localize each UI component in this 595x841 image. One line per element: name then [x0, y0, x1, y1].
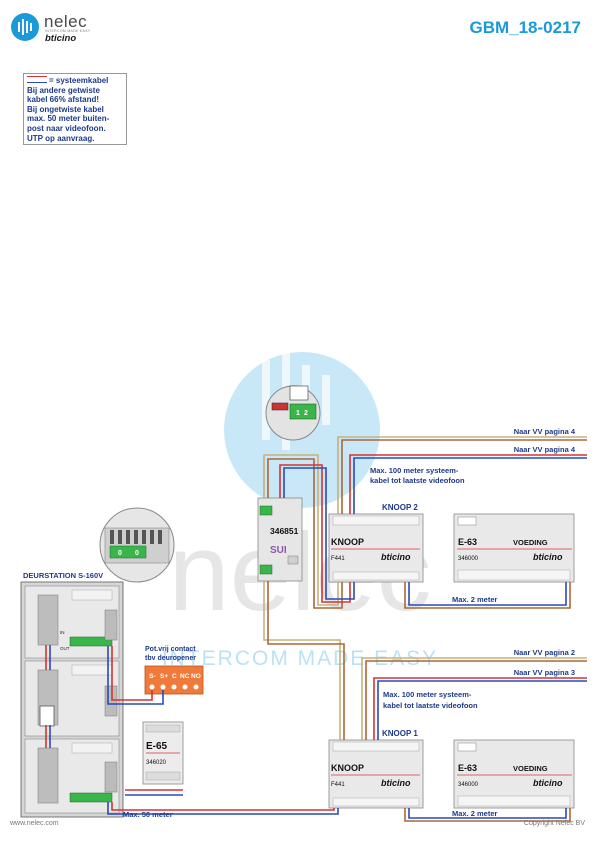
zoom-terminal: 1	[296, 410, 300, 417]
knoop-2-brand: bticino	[381, 552, 411, 562]
knoop-2-code: F441	[331, 556, 345, 562]
logo-brand: bticino	[45, 33, 77, 44]
interface-346851: 346851 SUI	[257, 497, 303, 582]
knoop-2-name: KNOOP	[331, 537, 364, 547]
document-code: GBM_18-0217	[469, 18, 581, 37]
relay-terminal: C	[172, 673, 177, 680]
wires	[45, 436, 587, 822]
door-station-title: DEURSTATION S-160V	[23, 571, 103, 580]
label-max100-top-1: Max. 100 meter systeem-	[370, 466, 459, 475]
in-label: IN	[60, 630, 65, 635]
wire	[341, 439, 587, 514]
relay-terminal: S+	[160, 673, 168, 680]
e65-code: 346020	[146, 760, 167, 766]
knoop-1-module: KNOOP 1 KNOOP F441 bticino	[328, 729, 424, 809]
knoop-1-caption: KNOOP 1	[382, 729, 418, 738]
label-max2-bot: Max. 2 meter	[452, 809, 498, 818]
terminal-zoom-detail: 0 0	[99, 507, 175, 583]
psu-top-label: VOEDING	[513, 538, 548, 547]
psu-bottom-code: 346000	[458, 782, 479, 788]
relay-title-1: Pot.vrij contact	[145, 646, 196, 653]
wire	[408, 808, 567, 819]
e65-module: E-65 346020	[142, 721, 184, 785]
legend-line: kabel 66% afstand!	[27, 95, 100, 105]
logo-tagline: INTERCOM MADE EASY	[45, 29, 91, 33]
knoop-1-code: F441	[331, 782, 345, 788]
svg-text:0: 0	[118, 550, 122, 557]
legend-title: = systeemkabel	[49, 76, 109, 85]
nelec-logo-icon	[11, 13, 39, 41]
wire	[365, 660, 587, 740]
wire	[353, 457, 587, 514]
wire	[377, 680, 587, 740]
psu-top-name: E-63	[458, 537, 477, 547]
legend-line: max. 50 meter buiten-	[27, 114, 110, 124]
wire	[404, 808, 571, 822]
wire	[404, 582, 571, 609]
legend-title-row: = systeemkabel	[27, 76, 123, 86]
system-cable-sample-icon	[27, 76, 47, 84]
power-supply-bottom: E-63 VOEDING 346000 bticino	[453, 739, 575, 809]
label-max2-top: Max. 2 meter	[452, 595, 498, 604]
svg-text:0: 0	[135, 550, 139, 557]
wire	[111, 646, 153, 701]
wire	[408, 582, 567, 606]
relay-contact: Pot.vrij contact tbv deuropener S- S+ C …	[144, 646, 204, 695]
wire	[267, 581, 345, 740]
relay-terminal: S-	[149, 673, 156, 680]
knoop-2-caption: KNOOP 2	[382, 503, 418, 512]
wire	[263, 581, 341, 740]
zoom-terminal: 2	[304, 410, 308, 417]
psu-top-brand: bticino	[533, 552, 563, 562]
legend-line: Bij andere getwiste	[27, 85, 100, 95]
watermark-tagline: INTERCOM MADE EASY	[162, 647, 438, 670]
wire	[349, 454, 587, 514]
label-max50: Max. 50 meter	[123, 810, 173, 819]
wire	[111, 802, 335, 811]
door-station: DEURSTATION S-160V IN OUT	[20, 571, 124, 818]
knoop-1-name: KNOOP	[331, 763, 364, 773]
wire	[361, 657, 587, 740]
label-max100-bot-1: Max. 100 meter systeem-	[383, 690, 472, 699]
footer-website: www.nelec.com	[10, 820, 59, 827]
wire	[107, 802, 339, 815]
wire	[107, 646, 164, 705]
relay-title-2: tbv deuropener	[145, 655, 196, 662]
psu-bottom-brand: bticino	[533, 778, 563, 788]
interface-sub: SUI	[270, 545, 287, 556]
psu-top-code: 346000	[458, 556, 479, 562]
wire	[283, 467, 355, 600]
relay-terminal: NO	[191, 673, 201, 680]
label-max100-bot-2: kabel tot laatste videofoon	[383, 701, 478, 710]
knoop-1-brand: bticino	[381, 778, 411, 788]
wire	[267, 458, 343, 609]
out-label: OUT	[60, 646, 70, 651]
knoop-2-module: KNOOP 2 KNOOP F441 bticino	[328, 503, 424, 583]
wire	[263, 454, 339, 606]
wire	[337, 436, 587, 514]
label-vv3: Naar VV pagina 3	[514, 668, 575, 677]
legend-line: post naar videofoon.	[27, 123, 106, 133]
label-vv4b: Naar VV pagina 4	[514, 445, 576, 454]
footer-copyright: Copyright Nelec BV	[523, 820, 585, 827]
logo-name: nelec	[44, 12, 88, 31]
psu-bottom-name: E-63	[458, 763, 477, 773]
legend-line: UTP op aanvraag.	[27, 133, 95, 143]
psu-bottom-label: VOEDING	[513, 764, 548, 773]
power-supply-top: E-63 VOEDING 346000 bticino	[453, 513, 575, 583]
legend-note: = systeemkabel Bij andere getwiste kabel…	[23, 73, 127, 145]
wire	[373, 677, 587, 740]
label-vv4a: Naar VV pagina 4	[514, 427, 576, 436]
e65-name: E-65	[146, 741, 168, 752]
label-vv2: Naar VV pagina 2	[514, 648, 575, 657]
label-max100-top-2: kabel tot laatste videofoon	[370, 476, 465, 485]
legend-line: Bij ongetwiste kabel	[27, 104, 104, 114]
relay-terminal: NC	[180, 673, 190, 680]
interface-code: 346851	[270, 526, 299, 536]
interface-zoom-detail: 1 2	[265, 385, 321, 441]
